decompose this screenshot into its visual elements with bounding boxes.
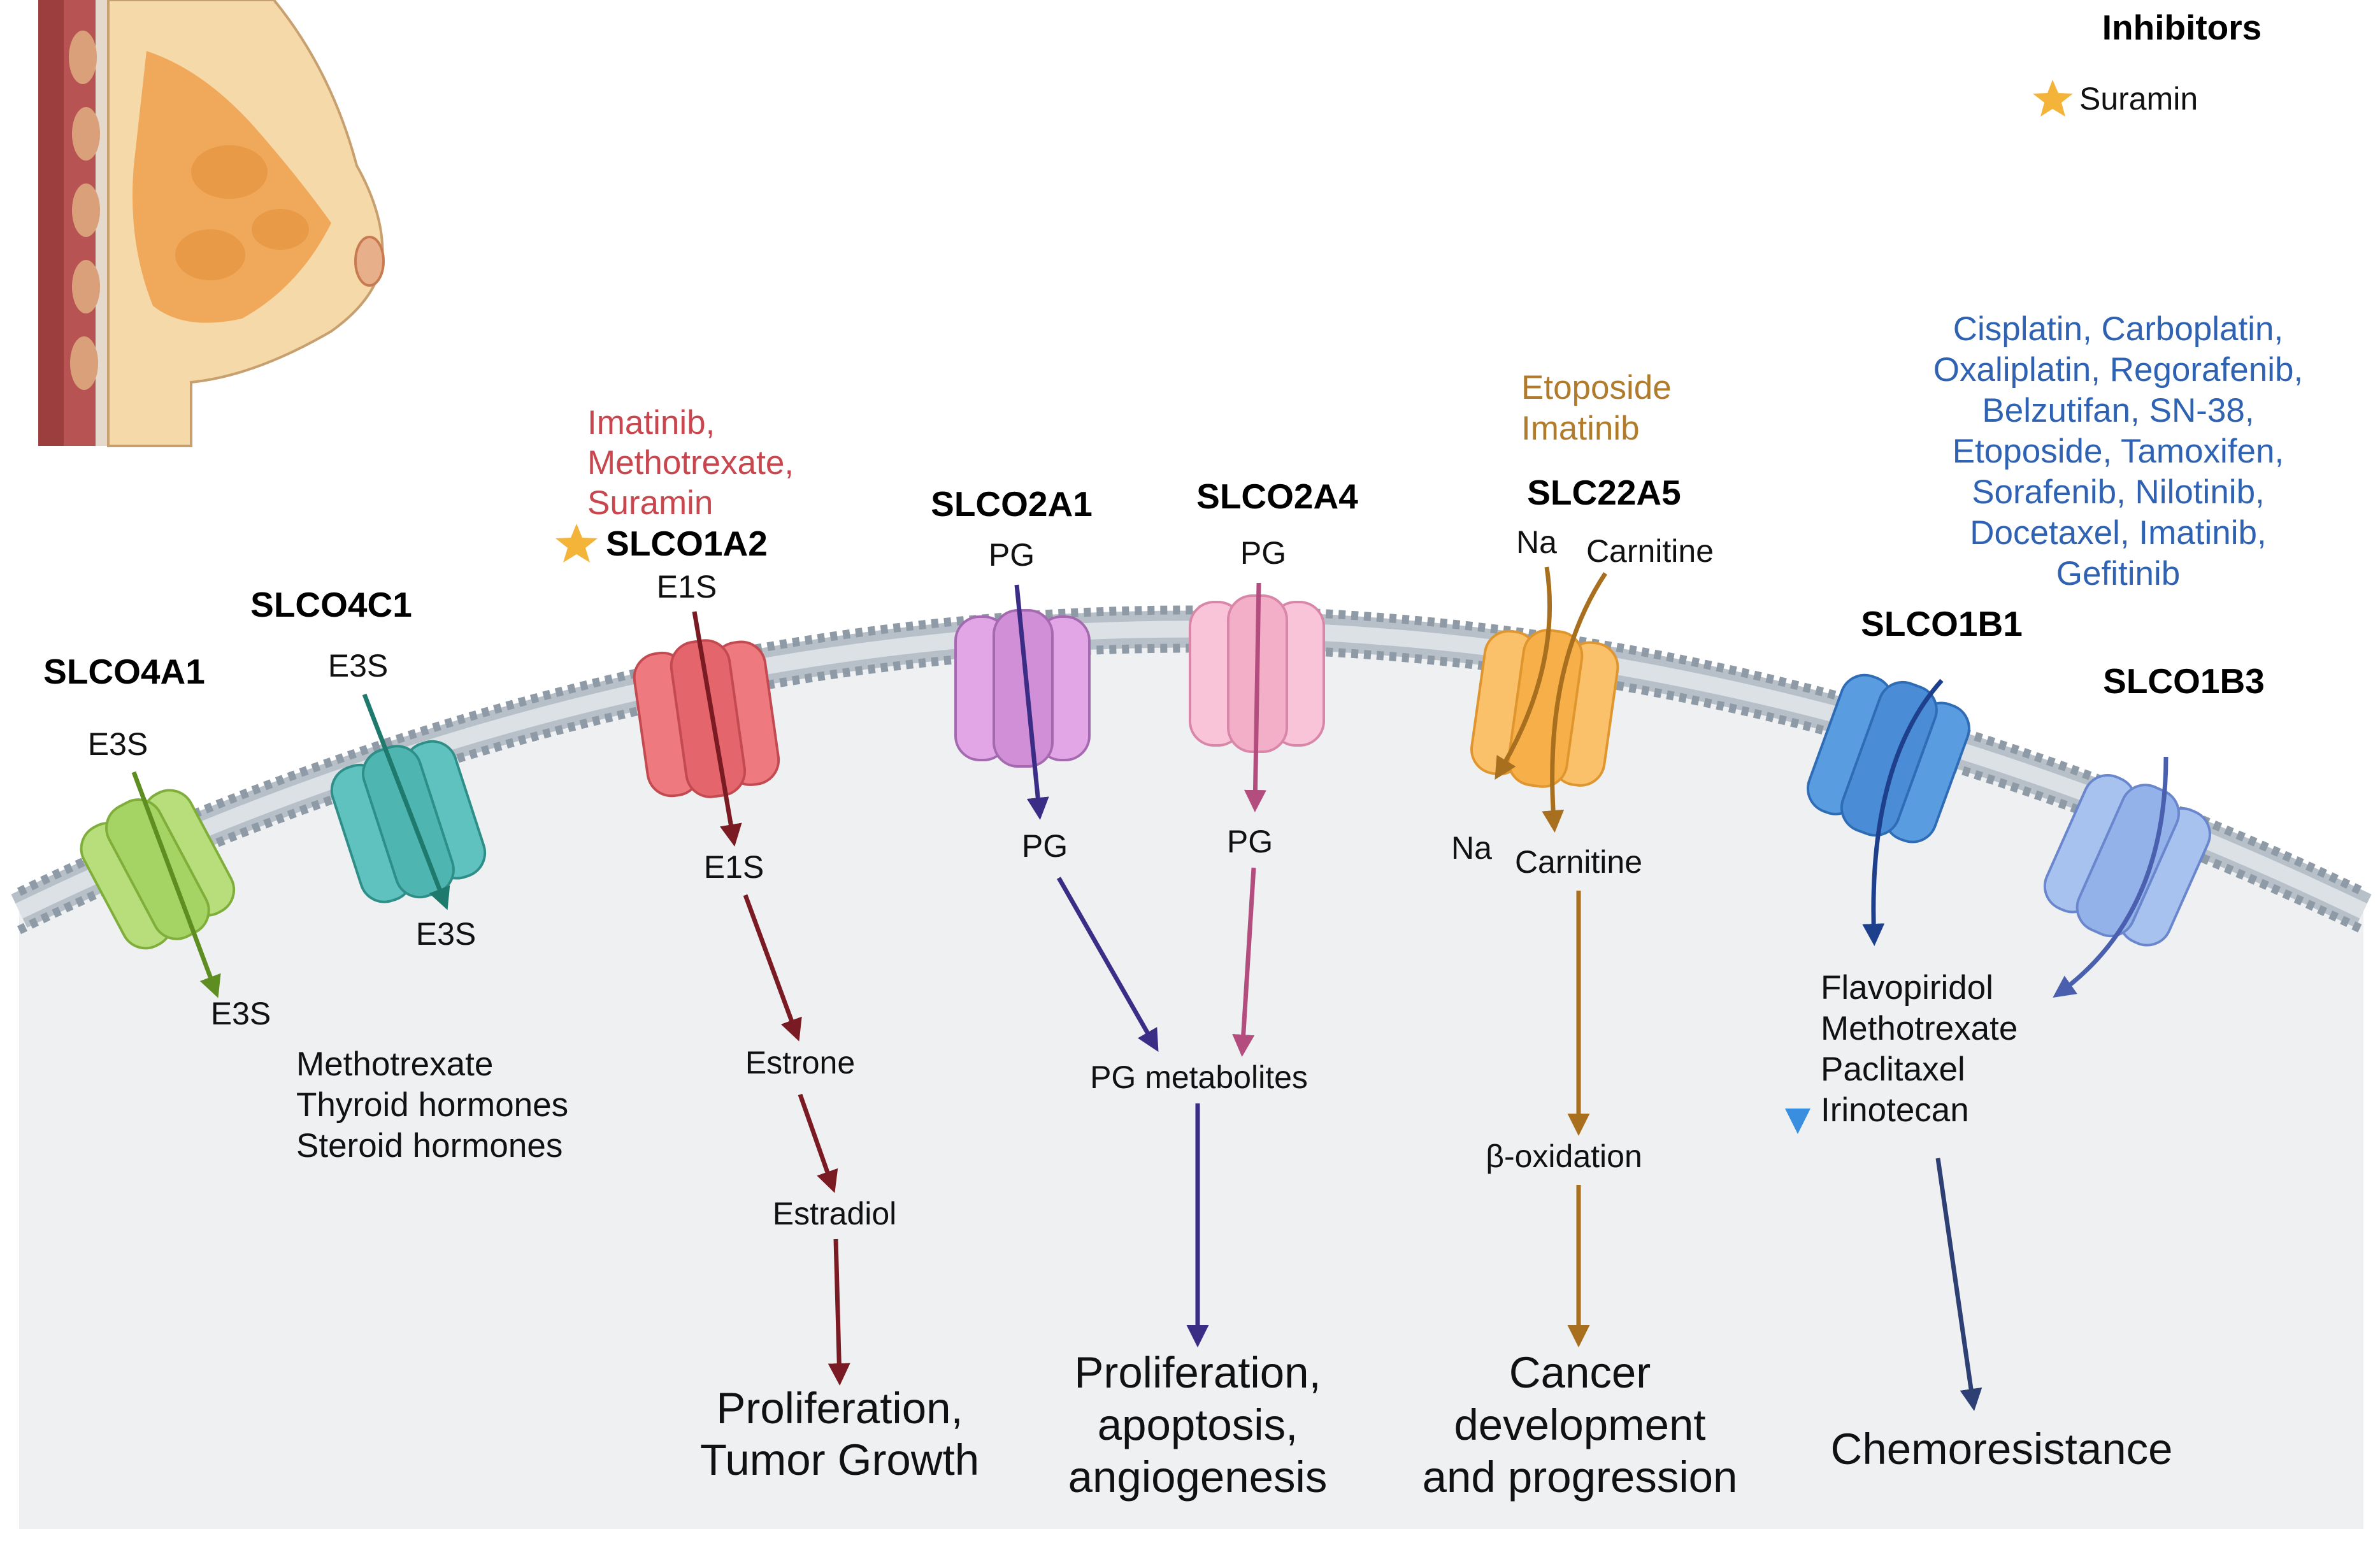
pg-outcome-line-1: Proliferation, bbox=[1074, 1348, 1321, 1397]
oatp1b-drug-line-4: Etoposide, Tamoxifen, bbox=[1953, 433, 2284, 470]
slc22a5-in-na: Na bbox=[1516, 524, 1557, 560]
oatp1b-substrate-1: Flavopiridol bbox=[1821, 969, 1993, 1007]
slco4c1-in-label: E3S bbox=[328, 648, 389, 684]
estradiol-label: Estradiol bbox=[773, 1196, 897, 1231]
cell-interior bbox=[19, 629, 2363, 1529]
oatp1b-substrate-3: Paclitaxel bbox=[1821, 1051, 1965, 1088]
beta-oxidation-label: β-oxidation bbox=[1486, 1138, 1642, 1174]
slco1a2-outcome-line-2: Tumor Growth bbox=[700, 1435, 979, 1484]
slco2a4-arrow bbox=[1244, 582, 1266, 812]
slc22a5-in-carnitine: Carnitine bbox=[1586, 533, 1714, 569]
slco2a1-channel bbox=[954, 609, 1091, 768]
slco4c1-out-label: E3S bbox=[416, 916, 477, 952]
oatp1b-drug-line-5: Sorafenib, Nilotinib, bbox=[1972, 473, 2265, 511]
e1s-to-estrone-arrow bbox=[743, 894, 802, 1042]
slco2a4-out-label: PG bbox=[1227, 824, 1273, 859]
slco4a1-name: SLCO4A1 bbox=[43, 652, 205, 691]
slco4a1-arrow bbox=[131, 771, 221, 998]
slco2a1-out-label: PG bbox=[1022, 828, 1068, 864]
pg-metabolites-label: PG metabolites bbox=[1090, 1059, 1308, 1095]
slc22a5-name: SLC22A5 bbox=[1527, 473, 1681, 512]
pg2-to-metabolites-arrow bbox=[1232, 867, 1256, 1057]
slco2a1-in-label: PG bbox=[989, 537, 1035, 573]
slc22a5-out-na: Na bbox=[1451, 830, 1492, 866]
oatp1b-substrate-4: Irinotecan bbox=[1821, 1091, 1969, 1129]
slc22a5-carnitine-arrow bbox=[1542, 572, 1607, 833]
slco1a2-drug-3: Suramin bbox=[587, 484, 713, 522]
slco4c1-substrate-1: Methotrexate bbox=[296, 1045, 493, 1083]
substrates-to-chemoresistance-arrow bbox=[1935, 1158, 1982, 1411]
slco4a1-in-label: E3S bbox=[88, 726, 148, 762]
slco4a1-out-label: E3S bbox=[211, 996, 271, 1031]
breast-tissue-illustration bbox=[38, 0, 385, 447]
pg1-to-metabolites-arrow bbox=[1056, 877, 1159, 1052]
slco2a1-name: SLCO2A1 bbox=[931, 484, 1093, 524]
oatp1b-drug-line-2: Oxaliplatin, Regorafenib, bbox=[1933, 351, 2303, 389]
slco1a2-drug-2: Methotrexate, bbox=[587, 444, 794, 482]
slco4c1-substrate-2: Thyroid hormones bbox=[296, 1086, 568, 1124]
legend-title: Inhibitors bbox=[2102, 8, 2262, 47]
slc22a5-channel bbox=[1470, 629, 1619, 788]
slc22a5-outcome-line-1: Cancer bbox=[1509, 1348, 1651, 1397]
slco1a2-in-label: E1S bbox=[657, 569, 717, 605]
slco1a2-drug-1: Imatinib, bbox=[587, 404, 715, 441]
slco1b3-channel bbox=[2043, 773, 2211, 947]
oatp1b-drug-line-7: Gefitinib bbox=[2056, 555, 2180, 592]
slco1a2-arrow bbox=[692, 611, 742, 847]
oatp1b-substrate-2: Methotrexate bbox=[1821, 1010, 2018, 1047]
slco4c1-name: SLCO4C1 bbox=[250, 585, 412, 624]
slco4c1-substrate-3: Steroid hormones bbox=[296, 1127, 563, 1165]
slc22a5-outcome-line-2: development bbox=[1454, 1400, 1705, 1449]
slco2a4-name: SLCO2A4 bbox=[1196, 477, 1358, 516]
slco1b1-arrow bbox=[1862, 678, 1944, 946]
slco1a2-star-icon bbox=[556, 524, 598, 563]
oatp1b-drug-line-1: Cisplatin, Carboplatin, bbox=[1953, 310, 2283, 348]
slco1a2-name: SLCO1A2 bbox=[606, 524, 768, 563]
oatp1b-drug-line-3: Belzutifan, SN-38, bbox=[1982, 392, 2254, 429]
estrone-label: Estrone bbox=[745, 1045, 855, 1080]
slc22a5-out-carnitine: Carnitine bbox=[1515, 844, 1642, 880]
legend-star-label: Suramin bbox=[2079, 81, 2198, 117]
oatp1b-drug-line-6: Docetaxel, Imatinib, bbox=[1970, 514, 2266, 552]
slco1a2-outcome-line-1: Proliferation, bbox=[716, 1384, 963, 1433]
chemoresistance-label: Chemoresistance bbox=[1831, 1425, 2173, 1474]
slco4c1-arrow bbox=[362, 693, 450, 910]
slc22a5-na-arrow bbox=[1495, 566, 1552, 780]
estradiol-to-outcome-arrow bbox=[828, 1238, 850, 1386]
slco2a1-arrow bbox=[1014, 584, 1049, 820]
pg-outcome-line-2: apoptosis, bbox=[1098, 1400, 1298, 1449]
slco2a4-channel bbox=[1189, 594, 1325, 753]
slco1b3-name: SLCO1B3 bbox=[2103, 661, 2265, 701]
slco1b3-arrow bbox=[2053, 756, 2169, 998]
slc22a5-drug-1: Etoposide bbox=[1521, 369, 1672, 406]
slco1b1-name: SLCO1B1 bbox=[1861, 604, 2023, 643]
slc22a5-outcome-line-3: and progression bbox=[1423, 1453, 1738, 1502]
suramin-star-icon bbox=[2033, 80, 2073, 117]
slco2a4-in-label: PG bbox=[1240, 535, 1286, 571]
slc22a5-drug-2: Imatinib bbox=[1521, 410, 1640, 447]
slco1a2-out-label: E1S bbox=[704, 849, 764, 885]
estrone-to-estradiol-arrow bbox=[798, 1093, 838, 1193]
slco1a2-channel bbox=[633, 639, 780, 798]
pg-outcome-line-3: angiogenesis bbox=[1068, 1453, 1328, 1502]
